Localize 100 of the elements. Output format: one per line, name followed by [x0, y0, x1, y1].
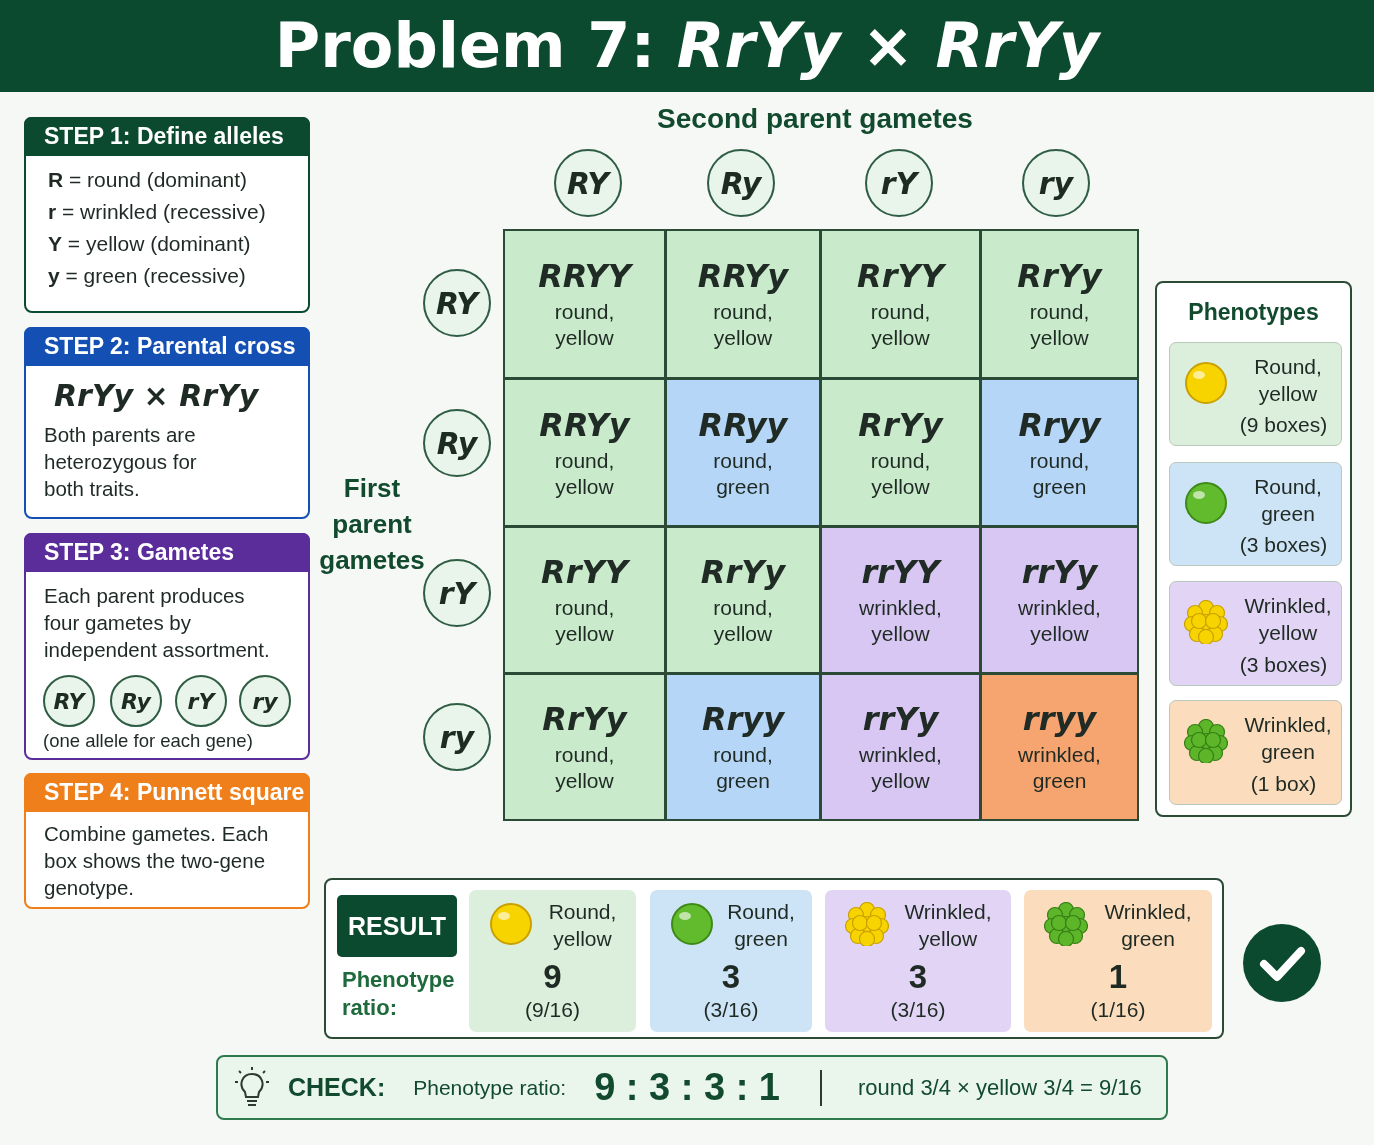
allele-pair: Ry	[436, 425, 478, 461]
genotype: rryy	[1022, 700, 1097, 738]
phenotype: round, green	[712, 742, 774, 794]
phenotype: wrinkled, green	[1017, 742, 1102, 794]
genotype: RrYy	[700, 553, 786, 591]
axis-heading: Second parent gametes	[656, 103, 974, 135]
punnett-cell	[820, 673, 981, 821]
genotype: RrYy	[858, 405, 943, 444]
box-count: (9 boxes)	[1238, 413, 1329, 437]
allele-definition: R = round (dominant)	[48, 168, 249, 192]
step-heading: STEP 3: Gametes	[24, 533, 310, 572]
ratio: 9 : 3 : 3 : 1	[594, 1066, 780, 1109]
genotype: Rryy	[1018, 405, 1101, 444]
allele-definition: Y = yellow (dominant)	[48, 232, 252, 256]
phenotype-card	[1169, 342, 1342, 446]
phenotype: Wrinkled, yellow	[1243, 593, 1333, 646]
genotype: RRyy	[698, 405, 788, 444]
punnett-cell	[820, 526, 981, 674]
check-bar	[216, 1055, 1168, 1120]
formula: round 3/4 × yellow 3/4 = 9/16	[858, 1074, 1142, 1101]
punnett-cell	[980, 229, 1139, 379]
ratio-label: Phenotype ratio:	[413, 1075, 567, 1100]
check-label: CHECK:	[288, 1073, 386, 1102]
step-card	[24, 533, 310, 760]
punnett-cell	[820, 378, 981, 527]
result-card	[469, 890, 636, 1032]
phenotype: round, yellow	[553, 299, 616, 351]
step-heading: STEP 1: Define alleles	[24, 117, 310, 156]
genotype: RRYy	[539, 405, 630, 444]
allele-pair: rY	[187, 688, 215, 714]
phenotype: round, yellow	[869, 447, 932, 500]
title: Problem 7: RrYy × RrYy	[273, 8, 1102, 84]
genotype: RrYy	[1017, 257, 1102, 295]
step-heading: STEP 2: Parental cross	[24, 327, 310, 366]
box-count: (3 boxes)	[1238, 533, 1329, 557]
phenotype: Round, yellow	[1253, 354, 1323, 407]
phenotype: round, yellow	[869, 299, 932, 351]
description: Both parents are heterozygous for both traits.	[44, 422, 198, 502]
description: Combine gametes. Each box shows the two-gene genotype.	[44, 821, 270, 901]
phenotype: round, green	[1028, 447, 1091, 500]
phenotype: round, yellow	[553, 595, 616, 647]
phenotype: round, yellow	[553, 742, 616, 794]
gamete-circle	[175, 675, 227, 727]
count: 3	[907, 958, 929, 996]
punnett-cell	[503, 378, 666, 527]
ratio-label: Phenotype ratio:	[342, 966, 456, 1022]
genotype: Rryy	[701, 700, 785, 738]
box-count: (3 boxes)	[1238, 653, 1329, 677]
allele-pair: Ry	[720, 165, 762, 201]
cross-formula: RrYy × RrYy	[54, 378, 260, 413]
punnett-cell	[503, 526, 666, 674]
punnett-cell	[980, 526, 1139, 674]
punnett-cell	[980, 378, 1139, 527]
punnett-cell	[665, 526, 821, 674]
gamete-circle	[110, 675, 162, 727]
punnett-cell	[820, 229, 981, 379]
phenotype-card	[1169, 462, 1342, 566]
count: 3	[720, 958, 742, 996]
phenotype-card	[1169, 581, 1342, 686]
allele-pair: RY	[435, 285, 479, 321]
allele-pair: RY	[53, 688, 85, 714]
description: Each parent produces four gametes by independent assortment.	[44, 583, 271, 663]
legend-title: Phenotypes	[1187, 299, 1320, 326]
count: 9	[542, 958, 563, 996]
punnett-cell	[665, 229, 821, 379]
step-heading: STEP 4: Punnett square	[24, 773, 310, 812]
phenotype: round, green	[712, 447, 774, 500]
result-card	[825, 890, 1011, 1032]
result-badge	[337, 895, 457, 957]
fraction: (9/16)	[524, 998, 581, 1022]
result-panel	[324, 878, 1224, 1039]
punnett-cell	[503, 673, 666, 821]
box-count: (1 box)	[1249, 772, 1318, 796]
allele-pair: ry	[252, 688, 278, 714]
phenotype: Round, yellow	[547, 899, 618, 952]
phenotype: Round, green	[726, 899, 796, 952]
phenotype-card	[1169, 700, 1342, 805]
phenotype: wrinkled, yellow	[1017, 595, 1102, 647]
phenotype: wrinkled, yellow	[858, 742, 943, 794]
step-card	[24, 327, 310, 519]
genotype: rrYY	[861, 553, 940, 591]
phenotype: Wrinkled, green	[1243, 712, 1333, 765]
axis-heading: First parent gametes	[318, 472, 426, 577]
fraction: (3/16)	[702, 998, 760, 1022]
fraction: (1/16)	[1089, 998, 1147, 1022]
result-card	[1024, 890, 1212, 1032]
genotype: rrYy	[862, 700, 939, 738]
punnett-cell	[665, 378, 821, 527]
gamete-circle	[239, 675, 291, 727]
phenotype: round, yellow	[712, 595, 774, 647]
allele-pair: Ry	[121, 688, 151, 714]
allele-pair: rY	[880, 165, 918, 201]
step-card	[24, 117, 310, 313]
legend-panel	[1155, 281, 1352, 817]
phenotype: round, yellow	[1028, 299, 1091, 351]
allele-pair: ry	[439, 719, 475, 755]
genotype: RRYy	[697, 257, 789, 295]
allele-pair: RY	[566, 165, 610, 201]
phenotype: round, yellow	[712, 299, 774, 351]
note: (one allele for each gene)	[43, 730, 253, 752]
